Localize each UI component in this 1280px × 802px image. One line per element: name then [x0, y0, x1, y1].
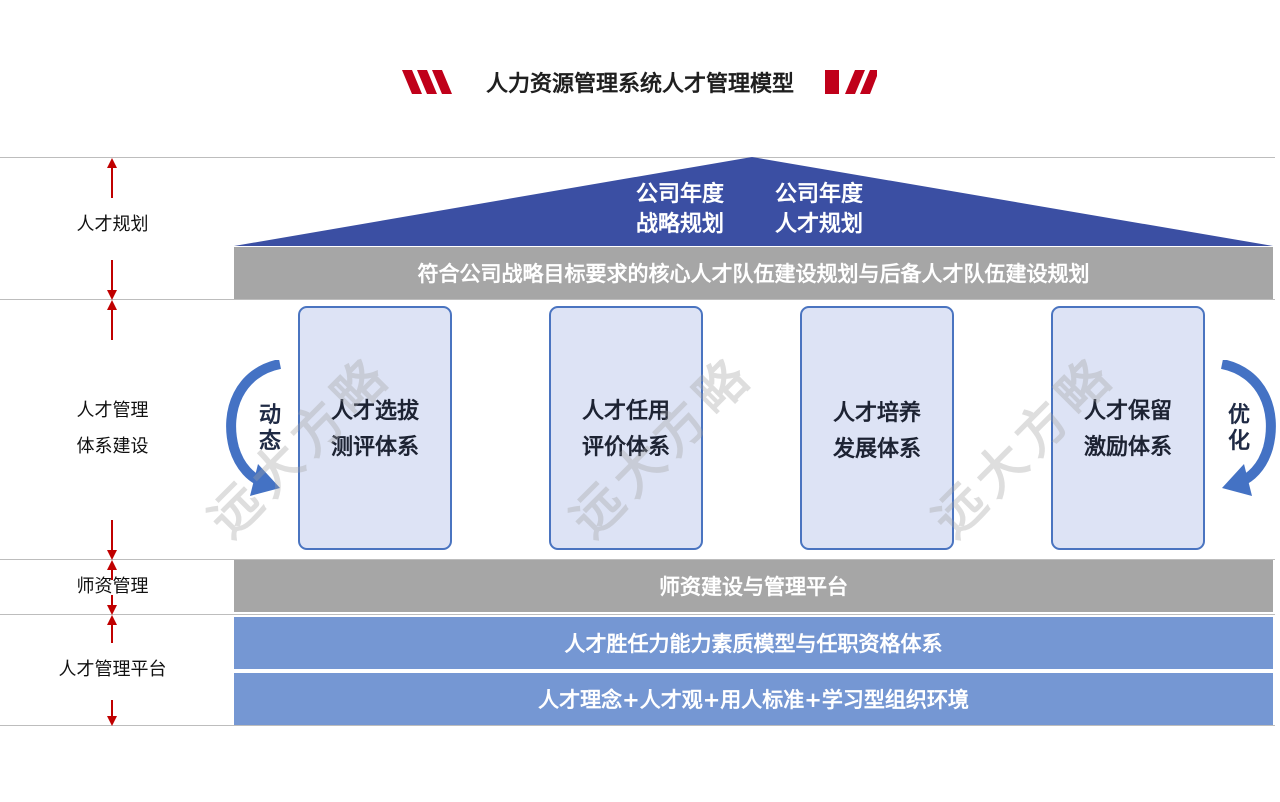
right-curved-arrow-icon	[1220, 360, 1276, 496]
platform-bar-philosophy: 人才理念+人才观+用人标准+学习型组织环境	[234, 673, 1273, 725]
roof-text-col2-line1: 公司年度	[775, 182, 864, 207]
page-title: 人力资源管理系统人才管理模型	[485, 72, 794, 97]
label-talent-platform: 人才管理平台	[58, 659, 167, 680]
separator-line	[0, 559, 1275, 560]
pillar-development	[800, 306, 954, 550]
separator-line	[0, 725, 1275, 726]
roof-text-col2-line2: 人才规划	[775, 212, 864, 237]
pillar-retention-line1: 人才保留	[1083, 399, 1172, 424]
pillar-appointment-line2: 评价体系	[581, 435, 670, 460]
pillar-appointment	[549, 306, 703, 550]
separator-line	[0, 614, 1275, 615]
right-stripes-icon	[825, 70, 877, 94]
roof-text-col1-line2: 战略规划	[636, 212, 725, 237]
pillar-selection	[298, 306, 452, 550]
roof-shape	[234, 157, 1273, 246]
optimize-label: 优化	[1227, 403, 1250, 454]
roof-text-col1-line1: 公司年度	[636, 182, 725, 207]
label-faculty-management: 师资管理	[76, 576, 149, 597]
dynamic-label: 动态	[258, 403, 281, 454]
faculty-bar: 师资建设与管理平台	[234, 560, 1273, 612]
planning-bar: 符合公司战略目标要求的核心人才队伍建设规划与后备人才队伍建设规划	[234, 247, 1273, 299]
label-talent-planning: 人才规划	[76, 214, 149, 235]
pillar-selection-line1: 人才选拔	[330, 399, 419, 424]
pillar-retention-line2: 激励体系	[1083, 435, 1172, 460]
optimize-text: 优化	[1226, 403, 1252, 455]
label-system-line2: 体系建设	[76, 436, 149, 457]
separator-line	[0, 157, 1275, 158]
left-curved-arrow-icon	[226, 360, 282, 496]
section-arrows-icon	[107, 158, 117, 726]
pillar-appointment-line1: 人才任用	[581, 399, 670, 424]
pillar-selection-line2: 测评体系	[330, 435, 419, 460]
pillar-development-line2: 发展体系	[832, 437, 921, 462]
left-stripes-icon	[402, 70, 452, 94]
dynamic-text: 动态	[257, 403, 283, 455]
separator-line	[0, 299, 1275, 300]
pillar-development-line1: 人才培养	[832, 401, 921, 426]
platform-bar-competency: 人才胜任力能力素质模型与任职资格体系	[234, 617, 1273, 669]
pillar-retention	[1051, 306, 1205, 550]
label-system-line1: 人才管理	[76, 400, 149, 421]
